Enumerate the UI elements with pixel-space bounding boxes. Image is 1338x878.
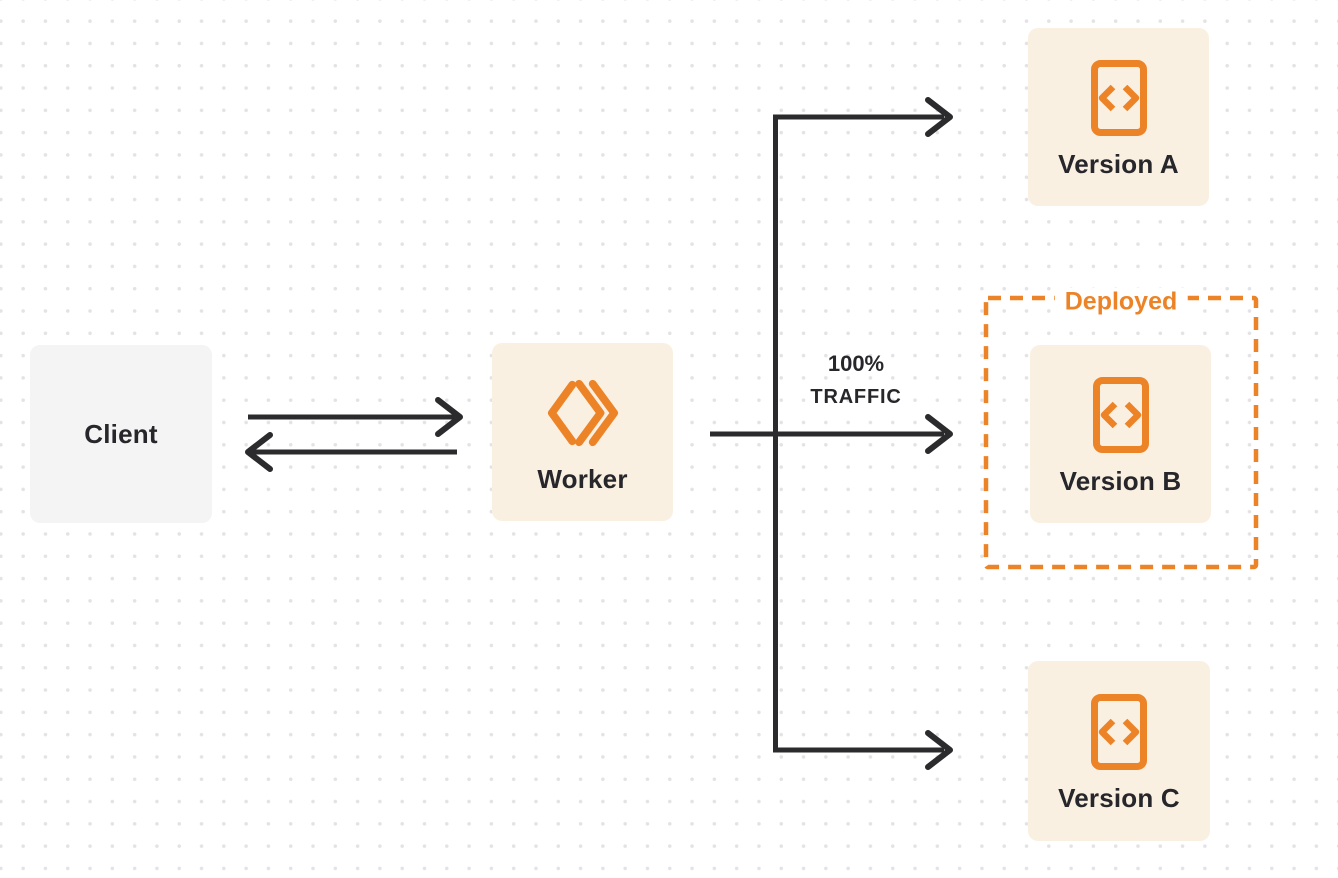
traffic-percent: 100% <box>827 351 885 376</box>
worker-label: Worker <box>537 463 628 494</box>
code-icon <box>1090 59 1148 137</box>
node-client: Client <box>30 345 212 523</box>
node-worker: Worker <box>492 343 673 521</box>
arrow-branch-to-version-a <box>773 97 953 137</box>
arrow-worker-to-client <box>245 432 457 472</box>
node-version-c: Version C <box>1028 661 1210 841</box>
traffic-word: TRAFFIC <box>810 386 902 408</box>
code-icon <box>1092 376 1150 454</box>
arrow-worker-to-version-b <box>710 414 953 454</box>
node-version-a: Version A <box>1028 28 1209 206</box>
arrow-branch-to-version-c <box>773 730 953 770</box>
client-label: Client <box>84 418 158 449</box>
code-icon <box>1090 693 1148 771</box>
version-c-label: Version C <box>1058 782 1180 813</box>
arrow-client-to-worker <box>248 397 463 437</box>
deployed-region-label: Deployed <box>1054 287 1188 317</box>
traffic-annotation: 100% TRAFFIC <box>810 351 901 409</box>
version-b-label: Version B <box>1059 465 1182 496</box>
node-version-b: Version B <box>1030 345 1211 523</box>
worker-logo-icon <box>546 376 620 450</box>
version-a-label: Version A <box>1058 148 1179 179</box>
